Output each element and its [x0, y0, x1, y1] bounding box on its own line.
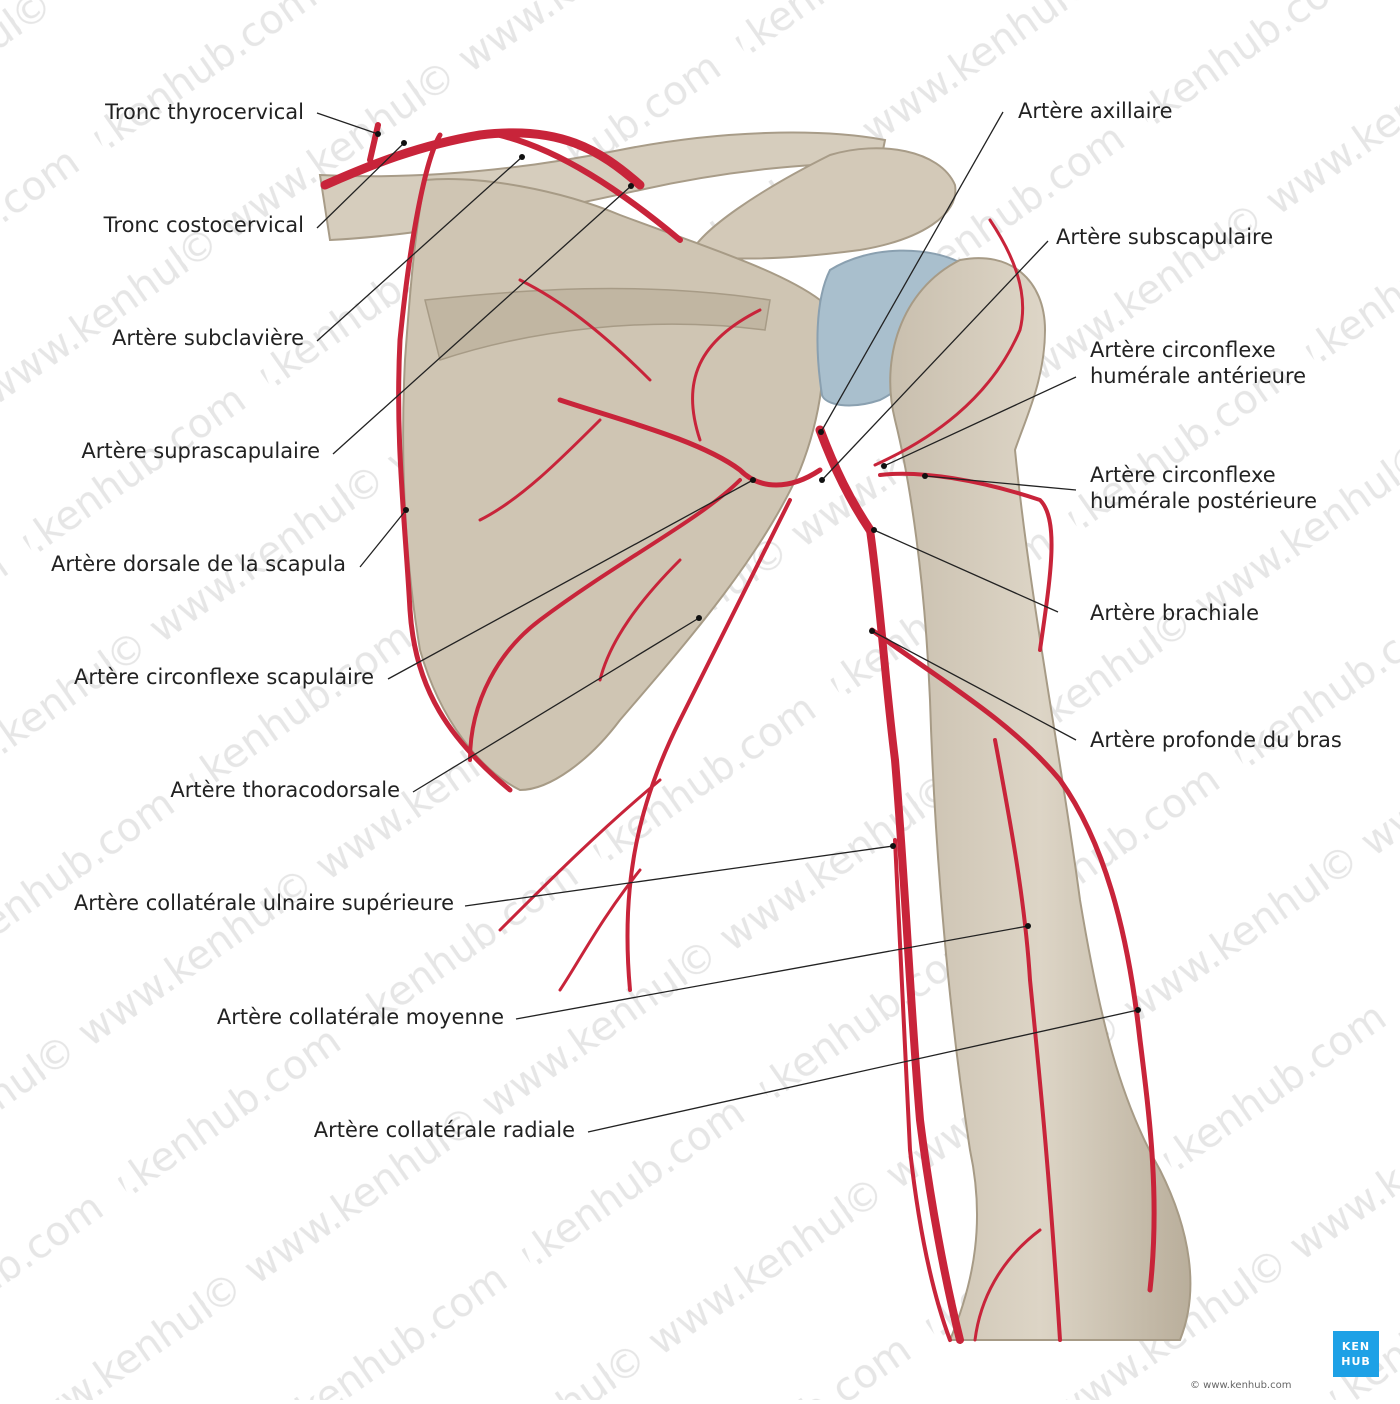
leader-dots [375, 131, 1141, 1013]
deep-brachial-artery-shape [869, 627, 1157, 1293]
branch-1 [478, 418, 602, 522]
copyright-credit: © www.kenhub.com [1190, 1380, 1292, 1391]
label-artere-collaterale-ulnaire-superieure: Artère collatérale ulnaire supérieure [73, 891, 454, 915]
post-circumflex-humeral-shape [878, 471, 1054, 652]
scapular-spine [424, 287, 771, 361]
label-artere-collaterale-moyenne: Artère collatérale moyenne [216, 1005, 504, 1029]
subclavian-artery-shape [320, 128, 645, 190]
axillary-artery-shape [815, 425, 875, 535]
kenhub-logo: KEN HUB [1333, 1331, 1379, 1377]
label-artere-collaterale-radiale: Artère collatérale radiale [313, 1118, 575, 1142]
thoracodorsal-artery-shape [625, 498, 792, 992]
subscapular-artery-shape [557, 397, 823, 488]
branch-5 [498, 778, 662, 932]
branch-3 [691, 308, 762, 442]
branch-2 [518, 278, 652, 382]
brachial-artery-shape [866, 526, 964, 1344]
label-artere-suprascapulaire: Artère suprascapulaire [81, 439, 320, 463]
humerus [889, 257, 1192, 1341]
branch-7 [973, 1228, 1042, 1342]
label-artere-circonflexe-humerale-posterieure: Artère circonflexe humérale postérieure [1090, 463, 1317, 513]
ant-circumflex-humeral-shape [873, 218, 1025, 467]
label-tronc-costocervical: Tronc costocervical [103, 213, 304, 237]
label-tronc-thyrocervical: Tronc thyrocervical [105, 100, 304, 124]
circumflex-scapular-artery-shape [468, 478, 742, 762]
label-artere-subscapulaire: Artère subscapulaire [1056, 225, 1274, 249]
arteries [320, 122, 1157, 1344]
label-artere-dorsale-scapula: Artère dorsale de la scapula [51, 552, 346, 576]
acromion [688, 147, 957, 260]
branch-6 [558, 868, 642, 992]
label-artere-circonflexe-humerale-anterieure: Artère circonflexe humérale antérieure [1090, 338, 1307, 388]
suprascapular-artery-shape [497, 132, 683, 243]
leader-lines [316, 111, 1139, 1133]
label-artere-circonflexe-scapulaire: Artère circonflexe scapulaire [74, 665, 374, 689]
dorsal-scapular-artery-shape [396, 132, 513, 793]
label-artere-profonde-bras: Artère profonde du bras [1090, 728, 1342, 752]
superior-ulnar-collateral-shape [893, 838, 952, 1342]
middle-collateral-shape [993, 738, 1062, 1342]
thyrocervical-trunk-shape [367, 122, 381, 163]
label-artere-axillaire: Artère axillaire [1018, 99, 1173, 123]
branch-4 [598, 558, 682, 682]
label-artere-thoracodorsale: Artère thoracodorsale [170, 778, 400, 802]
label-artere-subclaviere: Artère subclavière [111, 326, 304, 350]
label-artere-brachiale: Artère brachiale [1090, 601, 1260, 625]
